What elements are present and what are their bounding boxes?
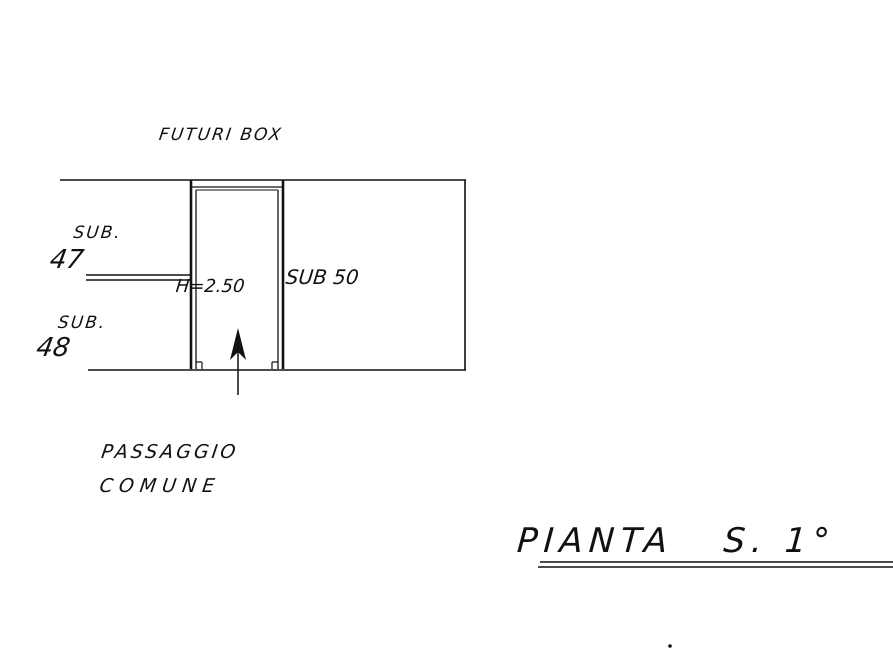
stray-mark — [668, 644, 672, 648]
passage-label-line1: PASSAGGIO — [100, 440, 240, 463]
plan-title: PIANTA S. 1° — [516, 521, 837, 561]
sub48-number-label: 48 — [34, 333, 72, 363]
passage-label-line2: COMUNE — [98, 474, 222, 497]
height-label: H=2.50 — [175, 276, 246, 297]
entrance-arrow-head — [230, 328, 246, 360]
sub48-prefix-label: SUB. — [57, 313, 107, 333]
sub47-number-label: 47 — [48, 245, 87, 275]
sub47-prefix-label: SUB. — [72, 223, 122, 243]
sub50-label: SUB 50 — [285, 265, 360, 289]
futuri-box-label: FUTURI BOX — [158, 125, 284, 145]
